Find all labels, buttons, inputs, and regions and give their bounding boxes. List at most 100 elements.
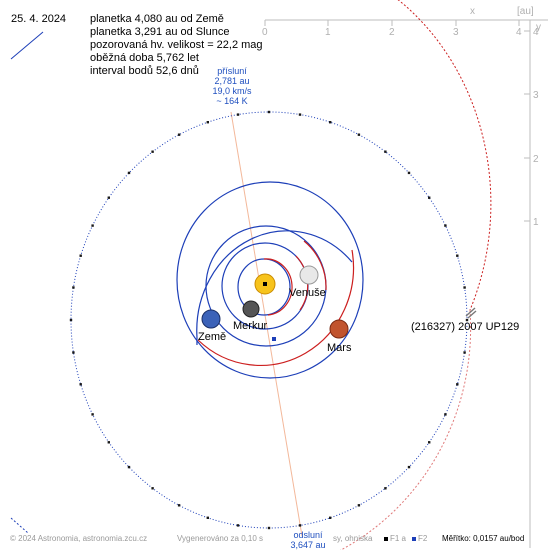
aphelion-distance: 3,647 au bbox=[290, 540, 326, 550]
asteroid-label: (216327) 2007 UP129 bbox=[411, 321, 520, 333]
orbit-point bbox=[357, 133, 361, 136]
perihelion-title: přísluní bbox=[217, 66, 247, 76]
orbit-point bbox=[69, 318, 73, 322]
date-label: 25. 4. 2024 bbox=[11, 13, 67, 25]
point-interval: interval bodů 52,6 dnů bbox=[90, 65, 199, 77]
orientation-indicator-top bbox=[10, 31, 44, 60]
orbit-point bbox=[444, 413, 447, 416]
orbit-point bbox=[236, 113, 240, 116]
orbit-point bbox=[79, 254, 82, 257]
legend-f1: F1 a bbox=[384, 534, 406, 543]
orbit-point bbox=[329, 516, 332, 519]
orbit-point bbox=[177, 504, 181, 507]
orbit-point bbox=[206, 516, 209, 519]
perihelion-label: přísluní 2,781 au 19,0 km/s ~ 164 K bbox=[206, 66, 258, 106]
x-tick-label-2: 2 bbox=[389, 27, 395, 38]
orbit-point bbox=[151, 150, 154, 153]
orbit-point bbox=[267, 526, 271, 530]
asteroid-orbit-far-arc bbox=[339, 309, 472, 550]
venus-body bbox=[299, 265, 319, 285]
perihelion-speed: 19,0 km/s bbox=[212, 86, 252, 96]
aphelion-label: odsluní 3,647 au bbox=[285, 530, 331, 550]
earth-orbit-red bbox=[303, 240, 327, 291]
x-tick-label-1: 1 bbox=[325, 27, 331, 38]
generated-time: Vygenerováno za 0,10 s bbox=[177, 534, 263, 543]
orbit-point bbox=[428, 196, 431, 199]
asteroid-marker bbox=[465, 307, 477, 319]
orbit-point bbox=[465, 318, 469, 322]
orbit-point bbox=[329, 121, 332, 124]
orbit-point bbox=[177, 133, 181, 136]
orbit-point bbox=[463, 351, 466, 354]
orbit-point bbox=[72, 286, 75, 289]
f2-square-icon bbox=[412, 536, 416, 541]
orbit-point bbox=[206, 121, 209, 124]
mars-orbit-blue bbox=[196, 230, 353, 346]
orbit-point bbox=[428, 441, 431, 444]
scale-text: Měřítko: 0,0157 au/bod bbox=[442, 534, 525, 543]
f1-label: F1 a bbox=[390, 534, 407, 543]
orbit-point bbox=[444, 224, 447, 227]
y-tick-label-4: 4 bbox=[533, 27, 539, 38]
orbit-point bbox=[456, 383, 459, 386]
legend-f2: F2 bbox=[412, 534, 427, 543]
mars-label: Mars bbox=[327, 342, 352, 354]
sun-focus-marker bbox=[263, 282, 267, 286]
mars-orbit-full bbox=[176, 181, 364, 379]
orbit-point bbox=[151, 487, 154, 490]
legend-partial-text: sy, ohniska bbox=[333, 534, 373, 543]
x-tick-label-0: 0 bbox=[262, 27, 268, 38]
orbit-point bbox=[72, 351, 75, 354]
earth-body bbox=[201, 309, 221, 329]
mars-body bbox=[329, 319, 349, 339]
orbit-point bbox=[357, 504, 361, 507]
asteroid-orbit-ring bbox=[70, 111, 468, 529]
aphelion-title: odsluní bbox=[293, 530, 323, 540]
y-tick-label-3: 3 bbox=[533, 90, 539, 101]
orbit-point bbox=[407, 171, 411, 175]
perihelion-distance: 2,781 au bbox=[214, 76, 250, 86]
orbit-point bbox=[298, 113, 302, 116]
y-tick-label-2: 2 bbox=[533, 154, 539, 165]
orbit-point bbox=[127, 171, 131, 175]
axis-unit-label: [au] bbox=[517, 6, 534, 17]
f1-square-icon bbox=[384, 536, 388, 541]
mercury-body bbox=[242, 300, 260, 318]
x-tick-label-3: 3 bbox=[453, 27, 459, 38]
asteroid-orbit-near-half bbox=[397, 0, 492, 311]
orbital-period: oběžná doba 5,762 let bbox=[90, 52, 199, 64]
x-tick-label-4: 4 bbox=[516, 27, 522, 38]
second-focus-marker bbox=[272, 337, 276, 341]
orbit-point bbox=[267, 110, 271, 114]
mercury-orbit-red bbox=[263, 258, 293, 316]
orbit-point bbox=[107, 441, 110, 444]
orbit-point bbox=[384, 487, 387, 490]
orbit-point bbox=[91, 413, 94, 416]
orbit-point bbox=[79, 383, 82, 386]
apsidal-line bbox=[230, 111, 303, 537]
y-axis-label: y bbox=[536, 22, 541, 33]
f2-label: F2 bbox=[418, 534, 428, 543]
orbit-point bbox=[107, 196, 110, 199]
earth-distance: planetka 4,080 au od Země bbox=[90, 13, 224, 25]
orbit-point bbox=[298, 524, 302, 527]
x-axis-label: x bbox=[470, 6, 475, 17]
orbit-point bbox=[236, 524, 240, 527]
perihelion-temperature: ~ 164 K bbox=[216, 96, 248, 106]
orbit-point bbox=[91, 224, 94, 227]
orbit-point bbox=[463, 286, 466, 289]
venus-label: Venuše bbox=[289, 287, 326, 299]
orbit-point bbox=[127, 465, 131, 469]
orbit-point bbox=[407, 465, 411, 469]
axes bbox=[264, 19, 548, 548]
sun-distance: planetka 3,291 au od Slunce bbox=[90, 26, 230, 38]
copyright-text: © 2024 Astronomia, astronomia.zcu.cz bbox=[10, 534, 148, 543]
orbit-point-markers bbox=[69, 110, 469, 530]
mercury-label: Merkur bbox=[233, 320, 268, 332]
mars-orbit-red bbox=[197, 249, 355, 367]
magnitude: pozorovaná hv. velikost = 22,2 mag bbox=[90, 39, 263, 51]
orbit-point bbox=[384, 150, 387, 153]
earth-label: Země bbox=[198, 331, 227, 343]
y-tick-label-1: 1 bbox=[533, 217, 539, 228]
